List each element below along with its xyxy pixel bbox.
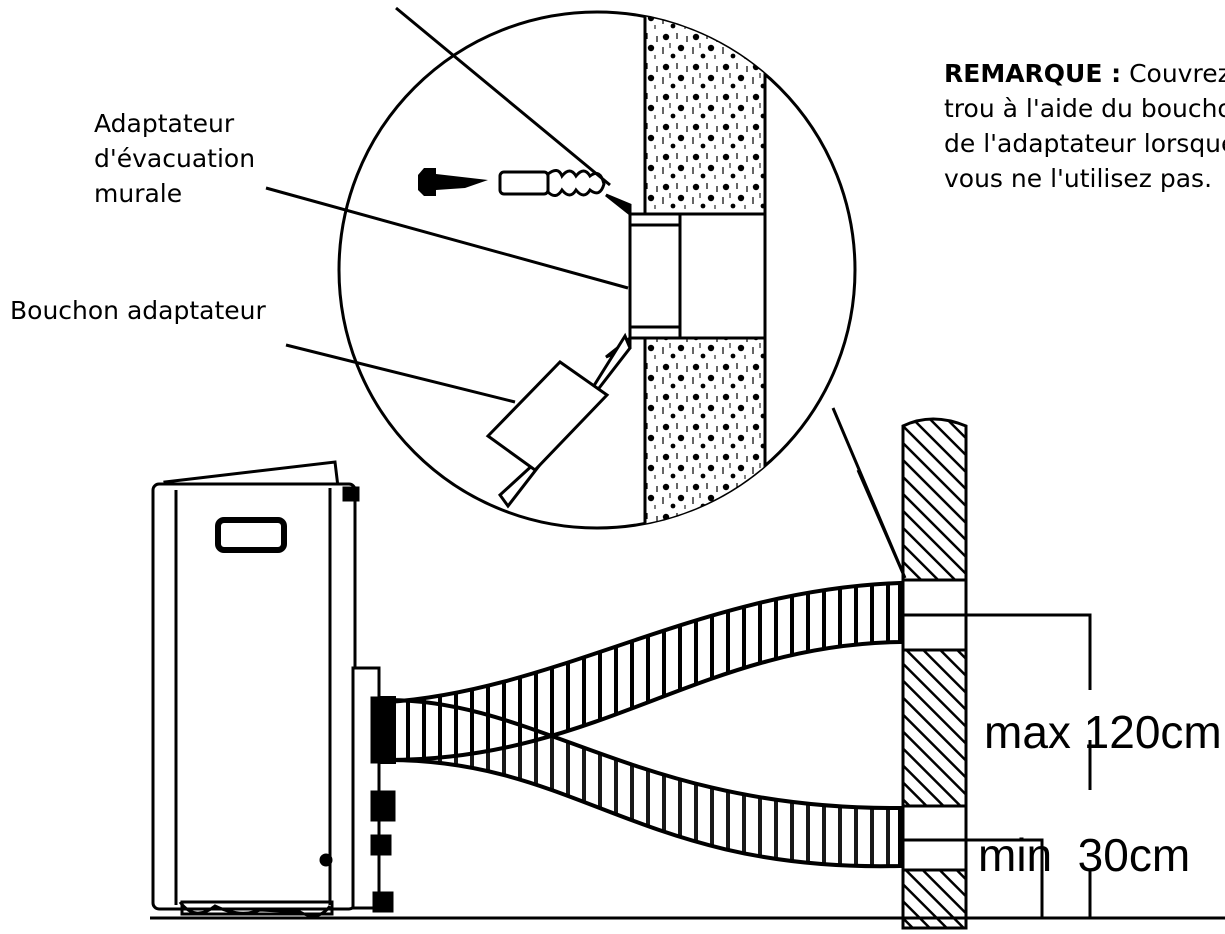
note-heading: REMARQUE : bbox=[944, 59, 1122, 88]
min-height-label: min 30cm bbox=[978, 829, 1191, 881]
exhaust-hose-icon bbox=[380, 580, 902, 869]
wall-section-icon bbox=[901, 417, 968, 930]
max-height-label: max 120cm bbox=[984, 706, 1222, 758]
magnifier-callout-icon bbox=[337, 10, 907, 579]
wall-anchor-icon bbox=[498, 169, 606, 197]
screw-icon bbox=[418, 168, 488, 196]
portable-air-conditioner-icon bbox=[151, 460, 396, 918]
note-text: REMARQUE : Couvrez le trou à l'aide du b… bbox=[944, 56, 1225, 196]
adapter-plug-label: Bouchon adaptateur bbox=[10, 296, 266, 325]
dimension-lines bbox=[966, 613, 1092, 918]
wall-adapter-label: Adaptateur d'évacuation murale bbox=[94, 109, 256, 208]
note-body: Couvrez le trou à l'aide du bouchon de l… bbox=[944, 59, 1225, 193]
leader-lines bbox=[265, 6, 629, 404]
